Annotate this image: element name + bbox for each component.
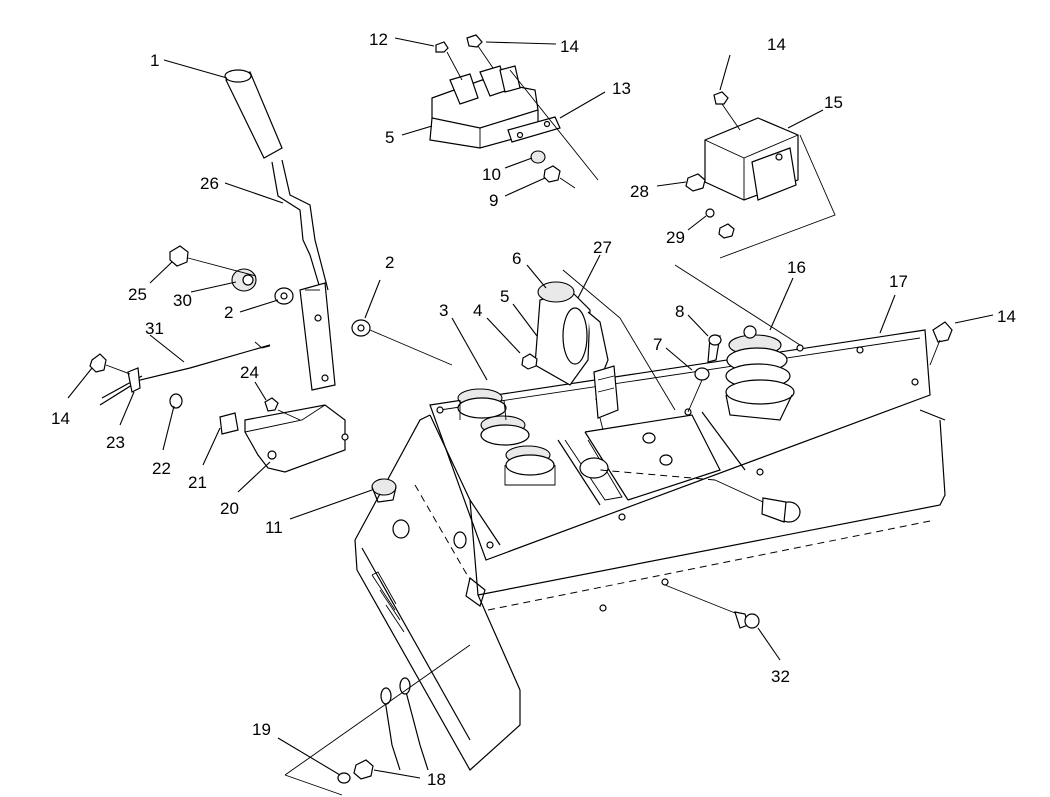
callout-25: 25 <box>128 285 147 304</box>
callout-17: 17 <box>889 272 908 291</box>
relay-assembly <box>674 91 836 346</box>
callout-18: 18 <box>427 770 446 789</box>
cable-assembly <box>89 341 271 409</box>
callout-29: 29 <box>666 228 685 247</box>
callout-11: 11 <box>265 518 283 537</box>
control-panel <box>429 329 931 612</box>
callout-14-relay: 14 <box>767 35 786 54</box>
switch-bracket <box>219 397 349 473</box>
switch-block <box>429 34 599 189</box>
callout-23: 23 <box>106 433 125 452</box>
callout-24: 24 <box>240 363 259 382</box>
knob <box>599 469 801 523</box>
callout-9: 9 <box>489 191 498 210</box>
frame-tower <box>354 409 946 771</box>
callout-labels: 1 2 2 3 4 5 5 6 7 8 9 10 11 12 13 14 14 … <box>51 30 1016 789</box>
callout-7: 7 <box>653 335 662 354</box>
callout-22: 22 <box>152 459 171 478</box>
callout-4: 4 <box>473 301 482 320</box>
callout-32: 32 <box>771 667 790 686</box>
callout-3: 3 <box>439 301 448 320</box>
boot-set-left <box>457 388 556 486</box>
callout-21: 21 <box>188 473 207 492</box>
callout-16: 16 <box>787 258 806 277</box>
boot-right <box>725 325 795 421</box>
callout-20: 20 <box>220 499 239 518</box>
callout-30: 30 <box>173 291 192 310</box>
callout-8: 8 <box>675 302 684 321</box>
callout-27: 27 <box>593 238 612 257</box>
callout-14-cable: 14 <box>51 409 70 428</box>
callout-1: 1 <box>150 51 159 70</box>
callout-19: 19 <box>252 720 271 739</box>
callout-2-right: 2 <box>385 253 394 272</box>
callout-5-solenoid: 5 <box>500 287 509 306</box>
callout-26: 26 <box>200 174 219 193</box>
lever-hardware <box>169 245 453 366</box>
callout-6: 6 <box>512 249 521 268</box>
callout-12: 12 <box>369 30 388 49</box>
shift-lever <box>224 69 336 391</box>
callout-14-top: 14 <box>560 37 579 56</box>
callout-28: 28 <box>630 182 649 201</box>
plug <box>371 478 410 539</box>
ground-wires <box>284 644 471 796</box>
callout-15: 15 <box>824 93 843 112</box>
callout-5-switch: 5 <box>385 128 394 147</box>
screw-32 <box>664 584 760 629</box>
callout-2-left: 2 <box>224 303 233 322</box>
panel-bolt <box>929 321 953 366</box>
callout-10: 10 <box>482 165 501 184</box>
callout-31: 31 <box>145 319 164 338</box>
solenoid <box>521 269 722 431</box>
callout-13: 13 <box>612 79 631 98</box>
callout-14-panel: 14 <box>997 307 1016 326</box>
leader-lines <box>67 37 994 779</box>
